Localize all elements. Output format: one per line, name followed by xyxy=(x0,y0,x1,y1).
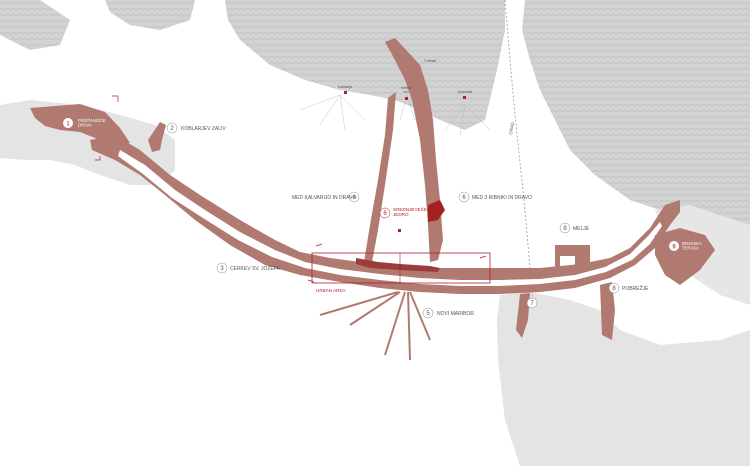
hill-kalvarija xyxy=(225,0,505,130)
melje-area xyxy=(555,245,590,268)
harbour-area xyxy=(30,104,130,143)
place-3-label: CERKEV SV. JOŽEFA xyxy=(230,264,280,272)
urban-area-rect xyxy=(311,252,491,284)
old-town-block xyxy=(428,200,445,222)
3-ribniki-label: 3 ribniki xyxy=(424,59,437,63)
place-4-label: MED KALVARIJO IN DRAVO xyxy=(292,195,357,201)
place-6a-num: 6 xyxy=(383,211,387,217)
place-8a-num: 8 xyxy=(563,226,567,232)
dravska-terasa xyxy=(655,228,715,285)
place-7-num: 7 xyxy=(530,301,534,307)
built-areas xyxy=(30,38,715,361)
kalvarija-strip xyxy=(364,92,396,262)
place-6b-label: MED 3 RIBNIKI IN DRAVO xyxy=(472,195,532,201)
direction-markers xyxy=(95,95,487,283)
koblarjev-zaliv xyxy=(148,122,166,152)
floodplain-south xyxy=(497,292,750,466)
urban-area-frame: URBAN AREA xyxy=(311,252,491,293)
river-corridor xyxy=(90,135,680,294)
railway-label: GRAD xyxy=(508,121,515,135)
place-8b-num: 8 xyxy=(612,286,616,292)
hill-north-left xyxy=(105,0,195,30)
urban-area-label: URBAN AREA xyxy=(316,288,347,293)
place-9-num: 9 xyxy=(672,245,676,251)
piramida-label: piramida xyxy=(458,90,472,94)
place-2-label: KOBLARJEV ZALIV xyxy=(181,126,226,132)
place-2-num: 2 xyxy=(170,126,174,132)
hill-northwest xyxy=(0,0,70,50)
old-town-core xyxy=(356,258,440,272)
railway-line xyxy=(504,0,534,301)
place-5-label: NOVI MARIBOR xyxy=(437,311,474,317)
place-1-num: 1 xyxy=(66,122,70,128)
place-4-num: 4 xyxy=(352,195,356,201)
place-8b-label: POBREŽJE xyxy=(622,284,649,292)
place-8a-label: MELJE xyxy=(573,226,590,232)
kalvarija-label: Kalvarija xyxy=(338,85,352,89)
south-peninsula-right xyxy=(600,282,615,340)
novi-maribor-radials xyxy=(319,291,431,361)
south-peninsula-left xyxy=(516,293,530,338)
place-5-num: 5 xyxy=(426,311,430,317)
place-6b-num: 6 xyxy=(462,195,466,201)
view-lines xyxy=(299,94,491,136)
place-3-num: 3 xyxy=(220,266,224,272)
